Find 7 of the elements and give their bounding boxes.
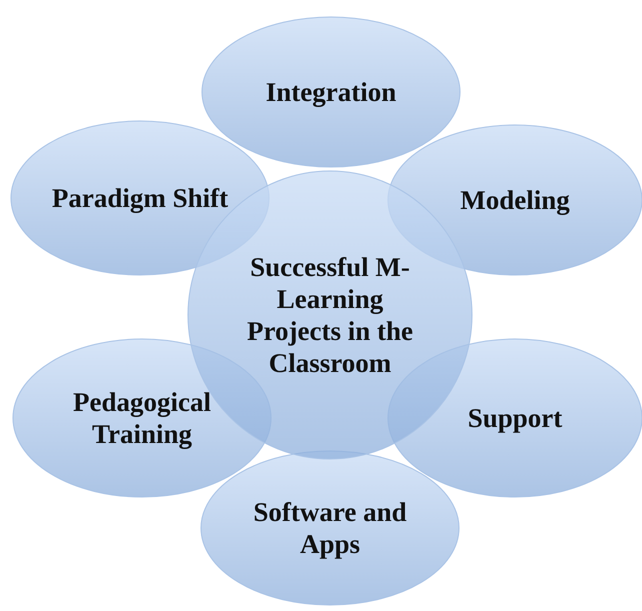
- node-label: Support: [466, 402, 564, 434]
- node-label: Successful M-Learning Projects in the Classroom: [246, 251, 414, 379]
- node-label: Paradigm Shift: [50, 182, 230, 214]
- node-label: Modeling: [459, 184, 571, 216]
- node-label: Pedagogical Training: [72, 386, 212, 450]
- node-label: Software and Apps: [252, 496, 408, 560]
- node-label: Integration: [264, 76, 398, 108]
